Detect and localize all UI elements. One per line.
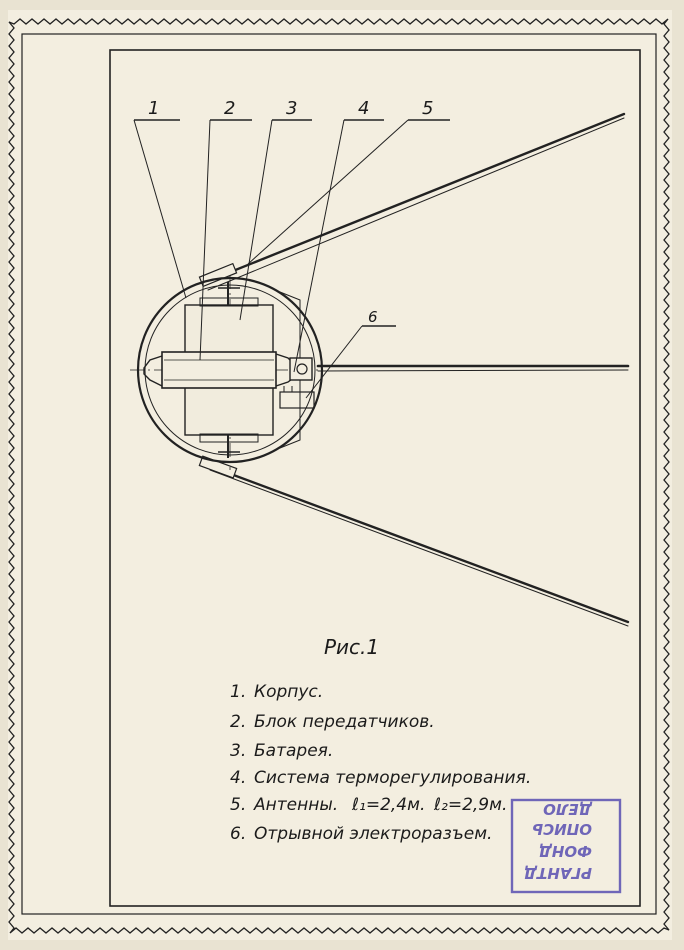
stamp-line-4: ДЕЛО [543,800,593,818]
inner-frame [109,49,641,907]
stamp-line-3: ОПИСЬ [532,820,592,838]
legend-num-6: 6. [230,824,246,844]
leader-3 [239,119,273,321]
outer-frame [21,33,657,915]
legend-num-5: 5. [230,795,246,815]
legend-text-6: Отрывной электроразъем. [254,824,492,844]
connector-housing [289,357,313,381]
cylinder-nose-left [143,355,163,387]
antenna-lower [202,462,630,624]
legend-text-2: Блок передатчиков. [254,712,435,732]
zigzag-border [8,18,670,934]
leader-5 [247,119,409,265]
leader-4 [293,119,345,373]
legend: 1. Корпус. 2. Блок передатчиков. 3. Бата… [230,682,531,844]
leader-2 [199,119,211,361]
legend-text-5: Антенны. [253,795,338,815]
archive-stamp: РГАНТД ФОНД ОПИСЬ ДЕЛО [510,798,622,894]
legend-text-1: Корпус. [254,682,323,702]
connector-socket [296,363,308,375]
antenna-middle-edge [317,369,629,372]
callout-2: 2 [224,98,235,119]
legend-num-3: 3. [230,741,246,761]
legend-num-2: 2. [230,712,246,732]
callout-6: 6 [368,308,378,326]
leader-6 [305,325,363,399]
stamp-line-1: РГАНТД [524,864,592,882]
breakaway-connector [279,391,315,409]
satellite-body [130,275,324,470]
callout-3: 3 [286,98,297,119]
transmitter-cylinder [161,351,277,389]
paper [8,10,672,940]
legend-text-4: Система терморегулирования. [254,768,531,788]
legend-num-4: 4. [230,768,246,788]
antenna-upper [201,112,626,285]
callout-5: 5 [422,98,433,119]
stamp-border [510,798,622,894]
antenna-length-1: ℓ₁=2,4м. [351,795,425,815]
figure-caption: Рис.1 [324,635,379,659]
legend-text-3: Батарея. [254,741,333,761]
callout-leaders [133,119,450,399]
antenna-length-2: ℓ₂=2,9м. [433,795,507,815]
antenna-lower-edge [209,469,629,627]
legend-num-1: 1. [230,682,246,702]
callout-1: 1 [148,98,159,119]
antenna-upper-edge [207,117,625,291]
leader-1 [133,119,187,299]
stamp-line-2: ФОНД [538,842,592,860]
callout-4: 4 [358,98,369,119]
